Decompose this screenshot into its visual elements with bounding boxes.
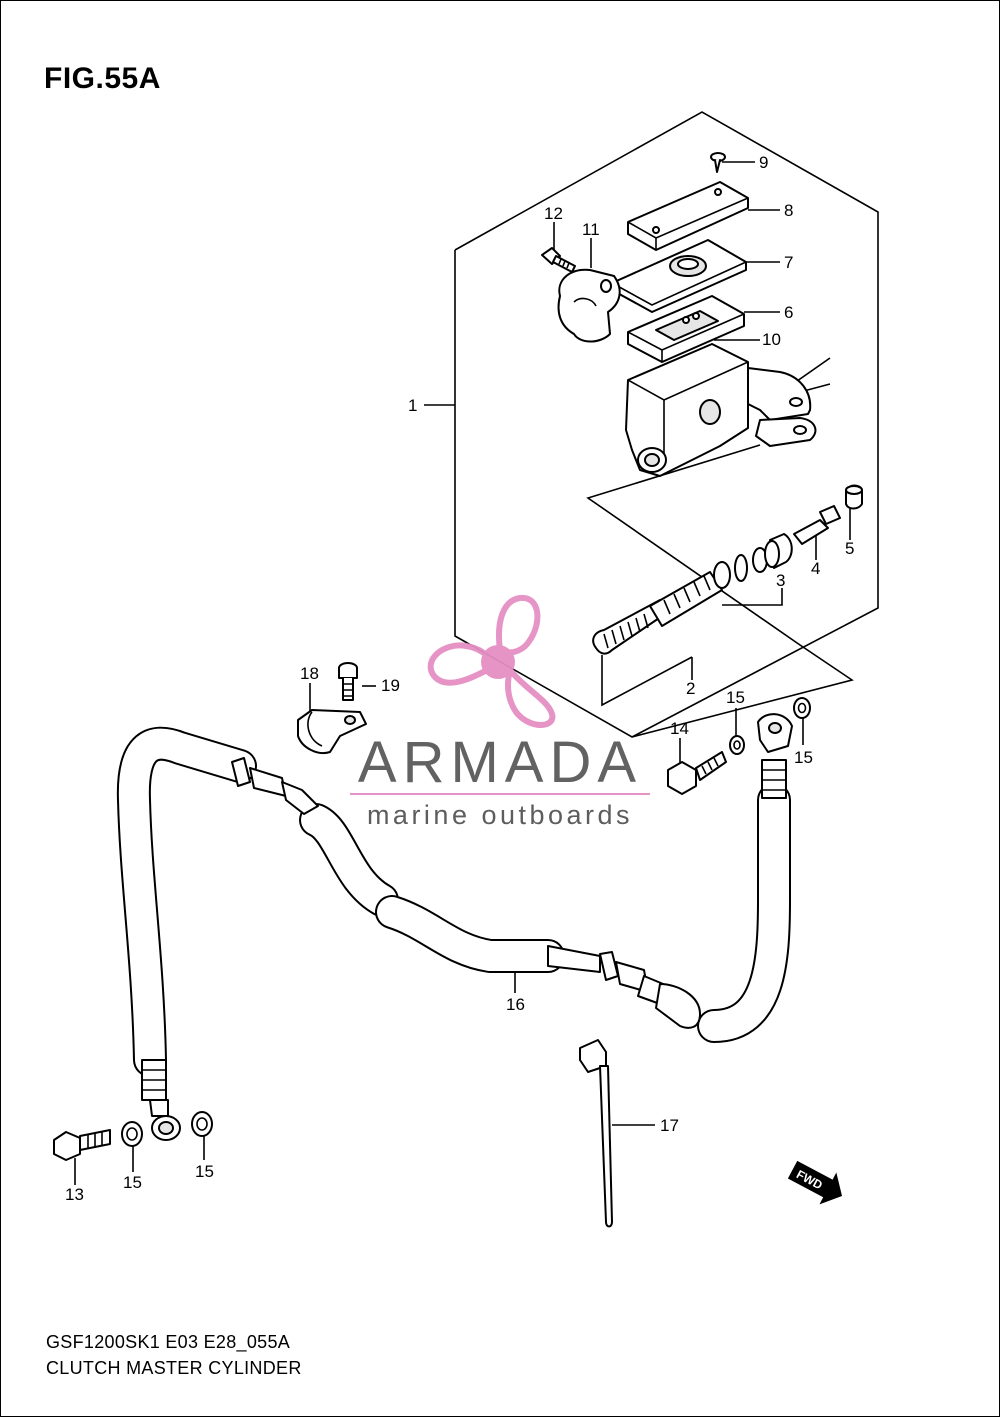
callout-2: 2 — [686, 679, 695, 698]
screw-part-9 — [710, 152, 726, 173]
propeller-logo — [427, 594, 556, 728]
callout-9: 9 — [759, 153, 768, 172]
callout-11: 11 — [582, 220, 600, 239]
callout-18: 18 — [300, 664, 319, 683]
leader-lines — [74, 161, 854, 1185]
clutch-hose-part-16 — [116, 713, 793, 1141]
seal-part-3 — [734, 533, 793, 582]
master-cylinder-body — [625, 343, 817, 477]
clamp-part-11 — [557, 268, 621, 343]
callout-15d: 15 — [195, 1162, 214, 1181]
callout-8: 8 — [784, 201, 793, 220]
watermark-name: ARMADA — [358, 730, 642, 795]
bolt-part-12 — [541, 247, 576, 273]
armada-watermark: ARMADA marine outboards — [350, 594, 650, 830]
callout-3: 3 — [776, 571, 785, 590]
pushrod-part-4 — [793, 505, 841, 545]
bolt-part-19 — [338, 662, 358, 701]
fwd-direction-badge: FWD — [787, 1160, 843, 1205]
callout-10: 10 — [762, 330, 781, 349]
washer-part-15 — [121, 697, 811, 1147]
callout-7: 7 — [784, 253, 793, 272]
callout-15b: 15 — [794, 748, 813, 767]
callout-12: 12 — [544, 204, 563, 223]
banjo-bolt-part-14 — [667, 751, 727, 795]
callout-16: 16 — [506, 995, 525, 1014]
callout-13: 13 — [65, 1185, 84, 1204]
callout-19: 19 — [381, 676, 400, 695]
piston-assembly-part-2 — [592, 561, 731, 655]
callout-15c: 15 — [123, 1173, 142, 1192]
propeller-hub — [481, 645, 515, 679]
figure-name: CLUTCH MASTER CYLINDER — [46, 1358, 302, 1378]
callout-4: 4 — [811, 559, 820, 578]
callout-1: 1 — [408, 396, 417, 415]
hose-clamp-part-18 — [297, 709, 367, 754]
reservoir-cap-part-8 — [627, 181, 749, 251]
diaphragm-part-6 — [627, 295, 745, 363]
callout-5: 5 — [845, 539, 854, 558]
callout-14: 14 — [670, 719, 689, 738]
banjo-bolt-part-13 — [53, 1129, 111, 1161]
callout-labels: 1 2 3 4 5 6 7 8 9 10 11 12 13 14 15 15 1… — [65, 153, 854, 1204]
figure-code: GSF1200SK1 E03 E28_055A — [46, 1332, 291, 1352]
callout-17: 17 — [660, 1116, 679, 1135]
plate-part-7 — [611, 239, 747, 313]
callout-6: 6 — [784, 303, 793, 322]
cable-tie-part-17 — [579, 1039, 613, 1228]
watermark-tagline: marine outboards — [367, 800, 633, 830]
figure-title: FIG.55A — [44, 62, 161, 95]
callout-15a: 15 — [726, 688, 745, 707]
assembly-outline — [454, 111, 879, 738]
boot-part-5 — [845, 484, 863, 510]
